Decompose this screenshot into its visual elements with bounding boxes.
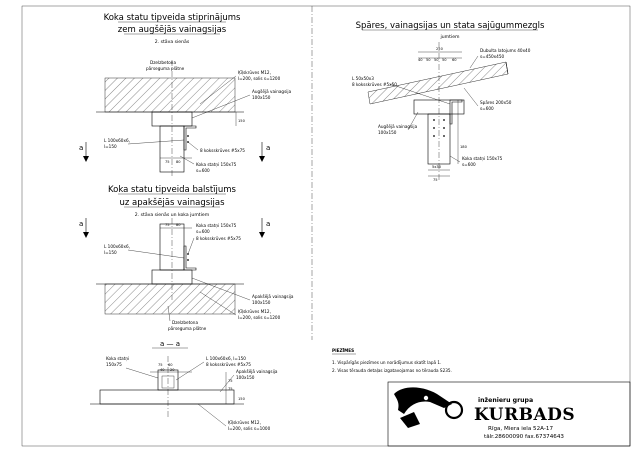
d3-label-beam-2: 100x150 <box>236 375 255 380</box>
d4-label-beam-2: 100x150 <box>378 130 397 135</box>
d2-label-beam: Apakšējā vainagsija <box>252 294 294 299</box>
d1-section-left: a <box>79 144 83 152</box>
d4-dim-top-3: 50 <box>434 58 439 62</box>
d3-label-anchor-2: l=200, solis s=1000 <box>228 426 271 431</box>
d4-dim-top-1: 40 <box>418 58 423 62</box>
d2-section-right: a <box>266 220 270 228</box>
d2-angle <box>183 245 197 271</box>
drawing-4: Spāres, vainagsijas un stata sajūgummezg… <box>352 21 545 182</box>
d2-label-angle-2: l=150 <box>104 250 117 255</box>
d4-dim-top-4: 50 <box>442 58 447 62</box>
d4-label-rafter-double-2: s=450x450 <box>480 54 504 59</box>
d4-dim-top-0: 250 <box>436 47 444 51</box>
d4-label-screws: 8 koksskrūves #5x50 <box>352 82 397 87</box>
d3-dim-side-1: 75 <box>228 387 233 391</box>
drawing-2: Koka statu tipveida balstījums uz apakšē… <box>79 185 294 331</box>
d3-label-post-2: 150x75 <box>106 362 122 367</box>
d1-subtitle: 2. stāva sienās <box>155 39 190 45</box>
notes-item-1: 1. Vispārīgās piezīmes un norādījumus sk… <box>332 360 441 365</box>
d3-dim-side-2: 150 <box>238 397 246 401</box>
d4-label-post-2: s=600 <box>462 162 476 167</box>
notes-heading: PIEZĪMES <box>332 348 354 353</box>
d2-subtitle: 2. stāva sienās un koka jumtiem <box>135 212 210 218</box>
d4-dim-bottom-1: 75 <box>433 178 438 182</box>
d2-label-angle: L 100x60x6, <box>104 244 130 249</box>
d4-dim-top-2: 50 <box>426 58 431 62</box>
d4-dim-bottom-2: 180 <box>460 145 468 149</box>
d1-label-anchor-2: l=200, solis s=1200 <box>238 76 281 81</box>
d3-dim-top-3: 20 <box>170 368 175 372</box>
d3-dim-top-0: 75 <box>158 363 163 367</box>
d3-label-angle: L 100x60x6, l=150 <box>206 356 246 361</box>
d2-dim-80: 80 <box>176 223 181 227</box>
d4-label-rafter-double: Dubulta latojums 40x40 <box>480 48 531 53</box>
d3-dim-top-2: 40 <box>160 368 165 372</box>
d4-title: Spāres, vainagsijas un stata sajūgummezg… <box>356 21 545 31</box>
d4-label-rafter: Spāres 200x50 <box>480 100 512 105</box>
d1-title-2: zem augšējās vainagsijas <box>118 24 227 35</box>
d4-angle <box>449 99 463 125</box>
d3-dim-side-0: 75 <box>228 379 233 383</box>
d3-label-screws: 8 koksskrūves #5x75 <box>206 362 251 367</box>
d2-label-slab-2: pārseguma plātne <box>168 326 207 331</box>
d3-label-anchor: Ķīļskrūves M12, <box>228 420 261 425</box>
d2-title-1: Koka statu tipveida balstījums <box>108 185 237 195</box>
d4-subtitle: jumtiem <box>439 34 460 40</box>
d2-title-2: uz apakšējās vainagsijas <box>119 197 225 208</box>
d1-dim-150: 150 <box>238 119 246 123</box>
notes-item-2: 2. Visas tērauda detaļas izgatavojamas n… <box>332 368 452 373</box>
company-phone: tālr.28600090 fax.67374643 <box>484 434 564 440</box>
company-subtitle: inženieru grupa <box>478 396 533 404</box>
company-name: KURBADS <box>474 405 575 425</box>
d3-beam <box>99 389 235 405</box>
d4-label-angle: L 50x50x3 <box>352 76 374 81</box>
d4-dim-bottom-0: 5x30 <box>432 165 442 169</box>
d2-dim-75: 75 <box>165 223 170 227</box>
d1-dim-75: 75 <box>165 160 170 164</box>
d1-label-slab-2: pārseguma plātne <box>146 66 185 71</box>
d2-label-post-2: s=600 <box>196 229 210 234</box>
d1-label-angle: L 100x60x6, <box>104 138 130 143</box>
d1-section-right: a <box>266 144 270 152</box>
company-logo <box>394 387 464 428</box>
d4-label-rafter-2: s=600 <box>480 106 494 111</box>
d1-label-beam-2: 100x150 <box>252 95 271 100</box>
d1-label-slab: Dzelzbetona <box>150 60 176 65</box>
d1-angle <box>183 125 197 151</box>
d3-label-beam: Apakšējā vainagsija <box>236 369 278 374</box>
d3-dim-top-1: 60 <box>168 363 173 367</box>
d2-label-anchor: Ķīļskrūves M12, <box>238 309 271 314</box>
notes: PIEZĪMES 1. Vispārīgās piezīmes un norād… <box>332 348 452 373</box>
title-block-frame <box>387 381 631 447</box>
d3-label-post: Koka statņi <box>106 356 129 361</box>
d1-label-anchor: Ķīļskrūves M12, <box>238 70 271 75</box>
d2-label-screws: 8 koksskrūves #5x75 <box>196 236 241 241</box>
d1-label-post: Koka statņi 150x75 <box>196 162 237 167</box>
d2-label-anchor-2: l=200, solis s=1200 <box>238 315 281 320</box>
drawing-3: a — a 75 60 40 20 75 75 150 Koka statņi … <box>90 340 278 431</box>
d1-label-screws: 8 koksskrūves #5x75 <box>200 148 245 153</box>
d1-label-post-2: s=600 <box>196 168 210 173</box>
d2-label-slab: Dzelzbetona <box>172 320 198 325</box>
drawing-1: Koka statu tipveida stiprinājums zem aug… <box>79 13 292 176</box>
d2-section-left: a <box>79 220 83 228</box>
d1-slab <box>104 77 236 113</box>
d2-slab <box>104 283 236 315</box>
d1-title-1: Koka statu tipveida stiprinājums <box>104 13 241 23</box>
d4-label-post: Koka statņi 150x75 <box>462 156 503 161</box>
d4-label-beam: Augšējā vainagsija <box>378 124 418 129</box>
d1-label-angle-2: l=150 <box>104 144 117 149</box>
d4-dim-top-5: 60 <box>452 58 457 62</box>
title-block: inženieru grupa KURBADS Rīga, Miera iela… <box>387 381 631 447</box>
d1-dim-80: 80 <box>176 160 181 164</box>
d3-title: a — a <box>160 340 180 348</box>
d2-label-beam-2: 100x150 <box>252 300 271 305</box>
sheet-frame <box>21 5 631 447</box>
d2-label-post: Koka statņi 150x75 <box>196 223 237 228</box>
d1-label-beam: Augšējā vainagsija <box>252 89 292 94</box>
company-address: Rīga, Miera iela 52A-17 <box>488 426 553 432</box>
